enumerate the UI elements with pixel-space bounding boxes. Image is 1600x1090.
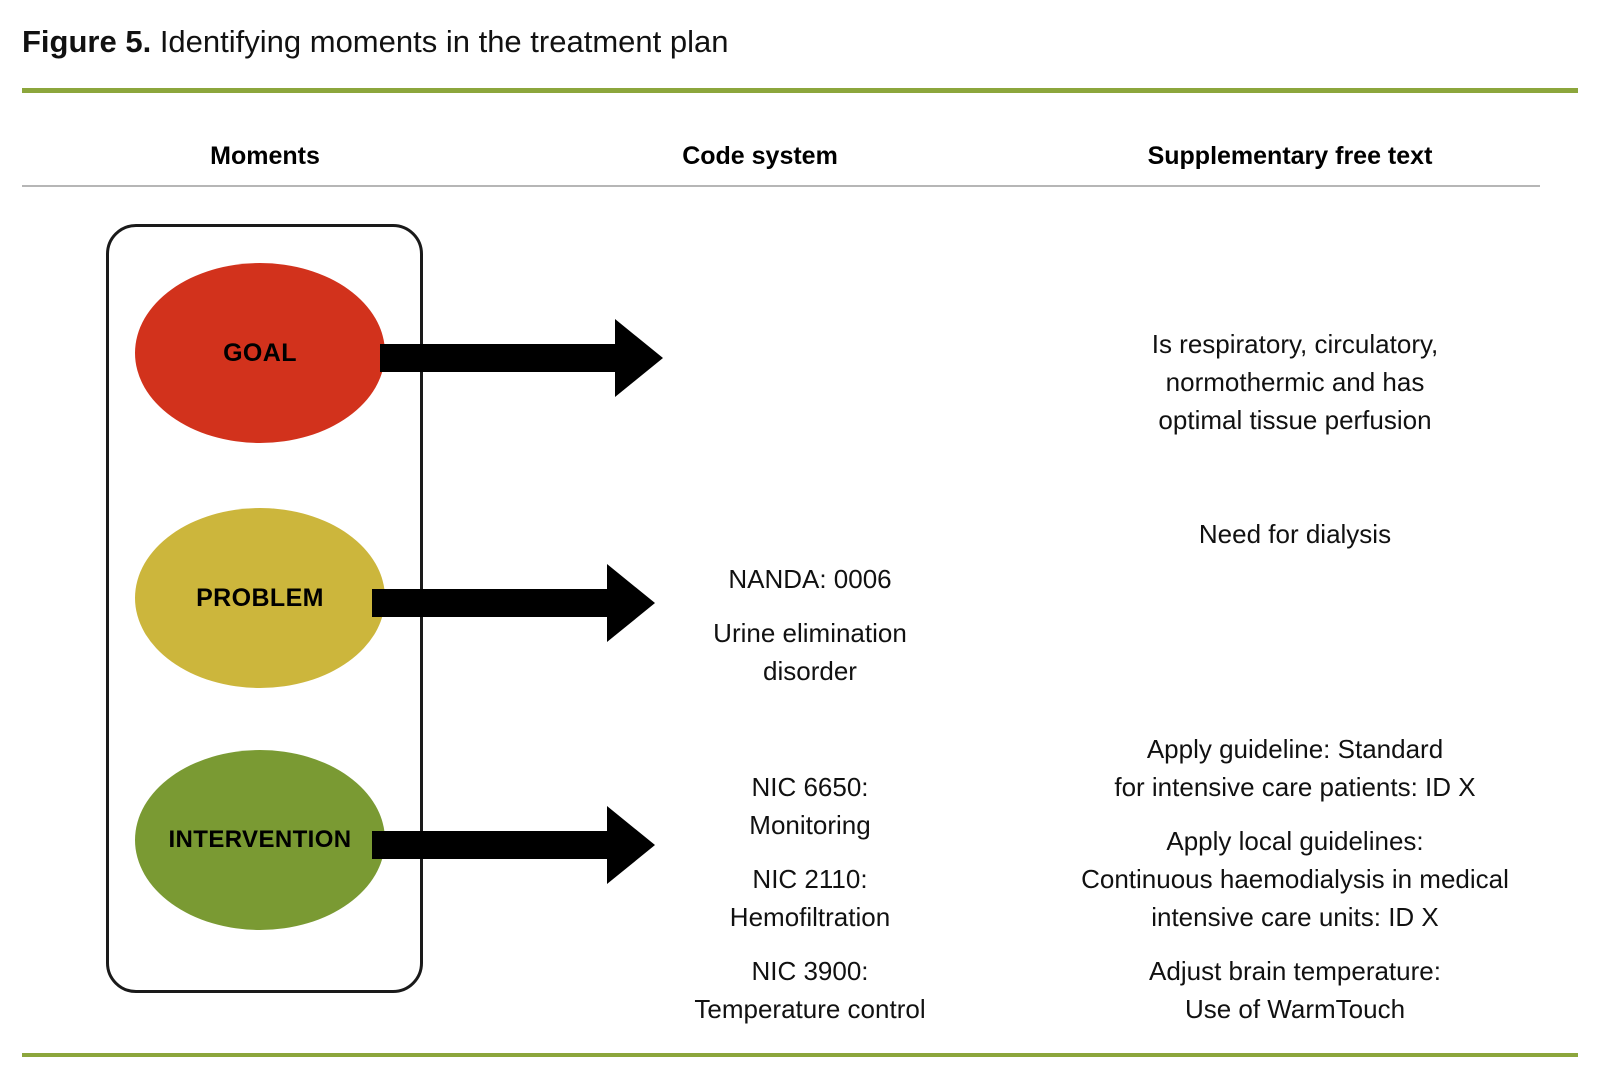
free-text-cell-goal: Is respiratory, circulatory,normothermic… xyxy=(1095,325,1495,439)
moment-label-goal: GOAL xyxy=(223,338,297,367)
text-paragraph: Adjust brain temperature:Use of WarmTouc… xyxy=(1149,956,1441,1024)
text-paragraph: NIC 3900:Temperature control xyxy=(694,956,926,1024)
moment-ellipse-problem: PROBLEM xyxy=(135,508,385,688)
moment-ellipse-goal: GOAL xyxy=(135,263,385,443)
column-header-free-text: Supplementary free text xyxy=(1147,142,1433,170)
text-paragraph: Is respiratory, circulatory,normothermic… xyxy=(1151,329,1439,435)
header-grey-divider xyxy=(22,185,1540,187)
text-paragraph: NIC 2110:Hemofiltration xyxy=(729,864,891,932)
moment-label-problem: PROBLEM xyxy=(196,583,324,612)
arrow-problem-icon xyxy=(372,564,655,642)
arrow-intervention-icon xyxy=(372,806,655,884)
figure-title: Figure 5. Identifying moments in the tre… xyxy=(22,22,1522,62)
moment-label-intervention: INTERVENTION xyxy=(168,826,352,853)
text-paragraph: Need for dialysis xyxy=(1198,519,1392,549)
arrow-goal xyxy=(380,313,665,403)
arrow-intervention xyxy=(372,800,657,890)
bottom-green-divider xyxy=(22,1053,1578,1057)
figure-caption: Identifying moments in the treatment pla… xyxy=(151,24,729,59)
arrow-goal-icon xyxy=(380,319,663,397)
arrow-problem xyxy=(372,558,657,648)
top-green-divider xyxy=(22,88,1578,93)
column-header-code-system: Code system xyxy=(682,142,838,170)
text-paragraph: NIC 6650:Monitoring xyxy=(749,772,871,840)
free-text-cell-problem: Need for dialysis xyxy=(1095,515,1495,553)
column-header-moments: Moments xyxy=(210,142,320,170)
figure-number: Figure 5. xyxy=(22,24,152,59)
text-paragraph: Apply local guidelines:Continuous haemod… xyxy=(1081,826,1509,932)
text-paragraph: NANDA: 0006 xyxy=(728,564,892,594)
moment-ellipse-intervention: INTERVENTION xyxy=(135,750,385,930)
